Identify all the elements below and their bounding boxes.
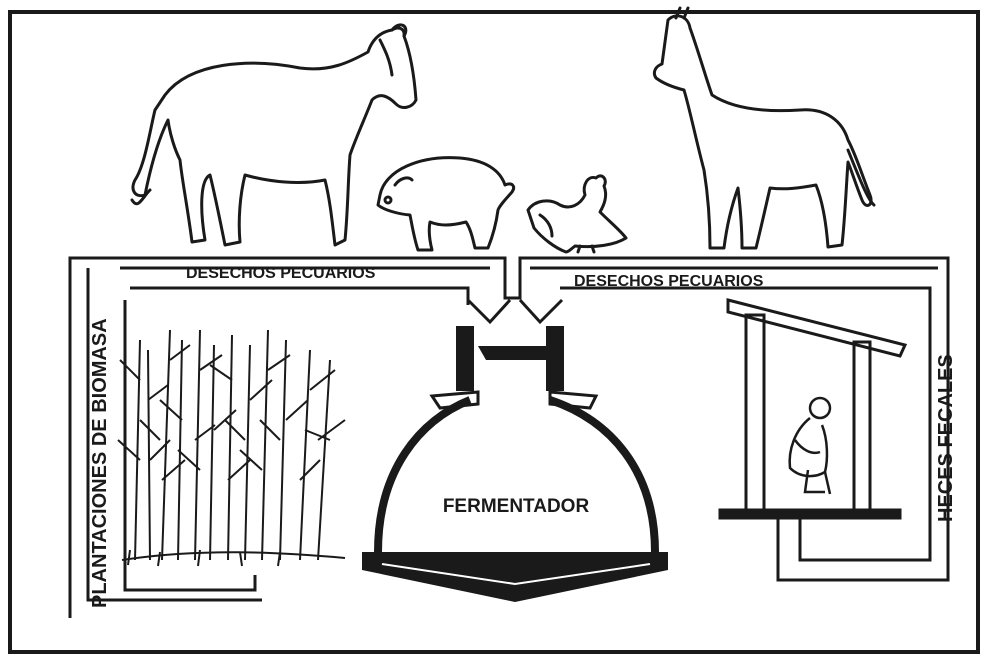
horse-icon [654,8,874,248]
latrine-icon [720,300,905,545]
digester-label: FERMENTADOR [443,496,590,517]
cow-icon [132,25,416,245]
person-icon [790,398,830,494]
waste-label-left: DESECHOS PECUARIOS [186,265,376,282]
digester-icon [362,326,668,602]
inlet-pipe-left [456,326,474,391]
arrow-down-icon [468,300,562,322]
feces-label: HECES FECALES [935,354,957,522]
pig-icon [378,158,514,250]
waste-label-right: DESECHOS PECUARIOS [574,273,764,290]
plants-icon [118,330,345,566]
biomass-label: PLANTACIONES DE BIOMASA [89,318,111,608]
chicken-icon [528,176,626,252]
